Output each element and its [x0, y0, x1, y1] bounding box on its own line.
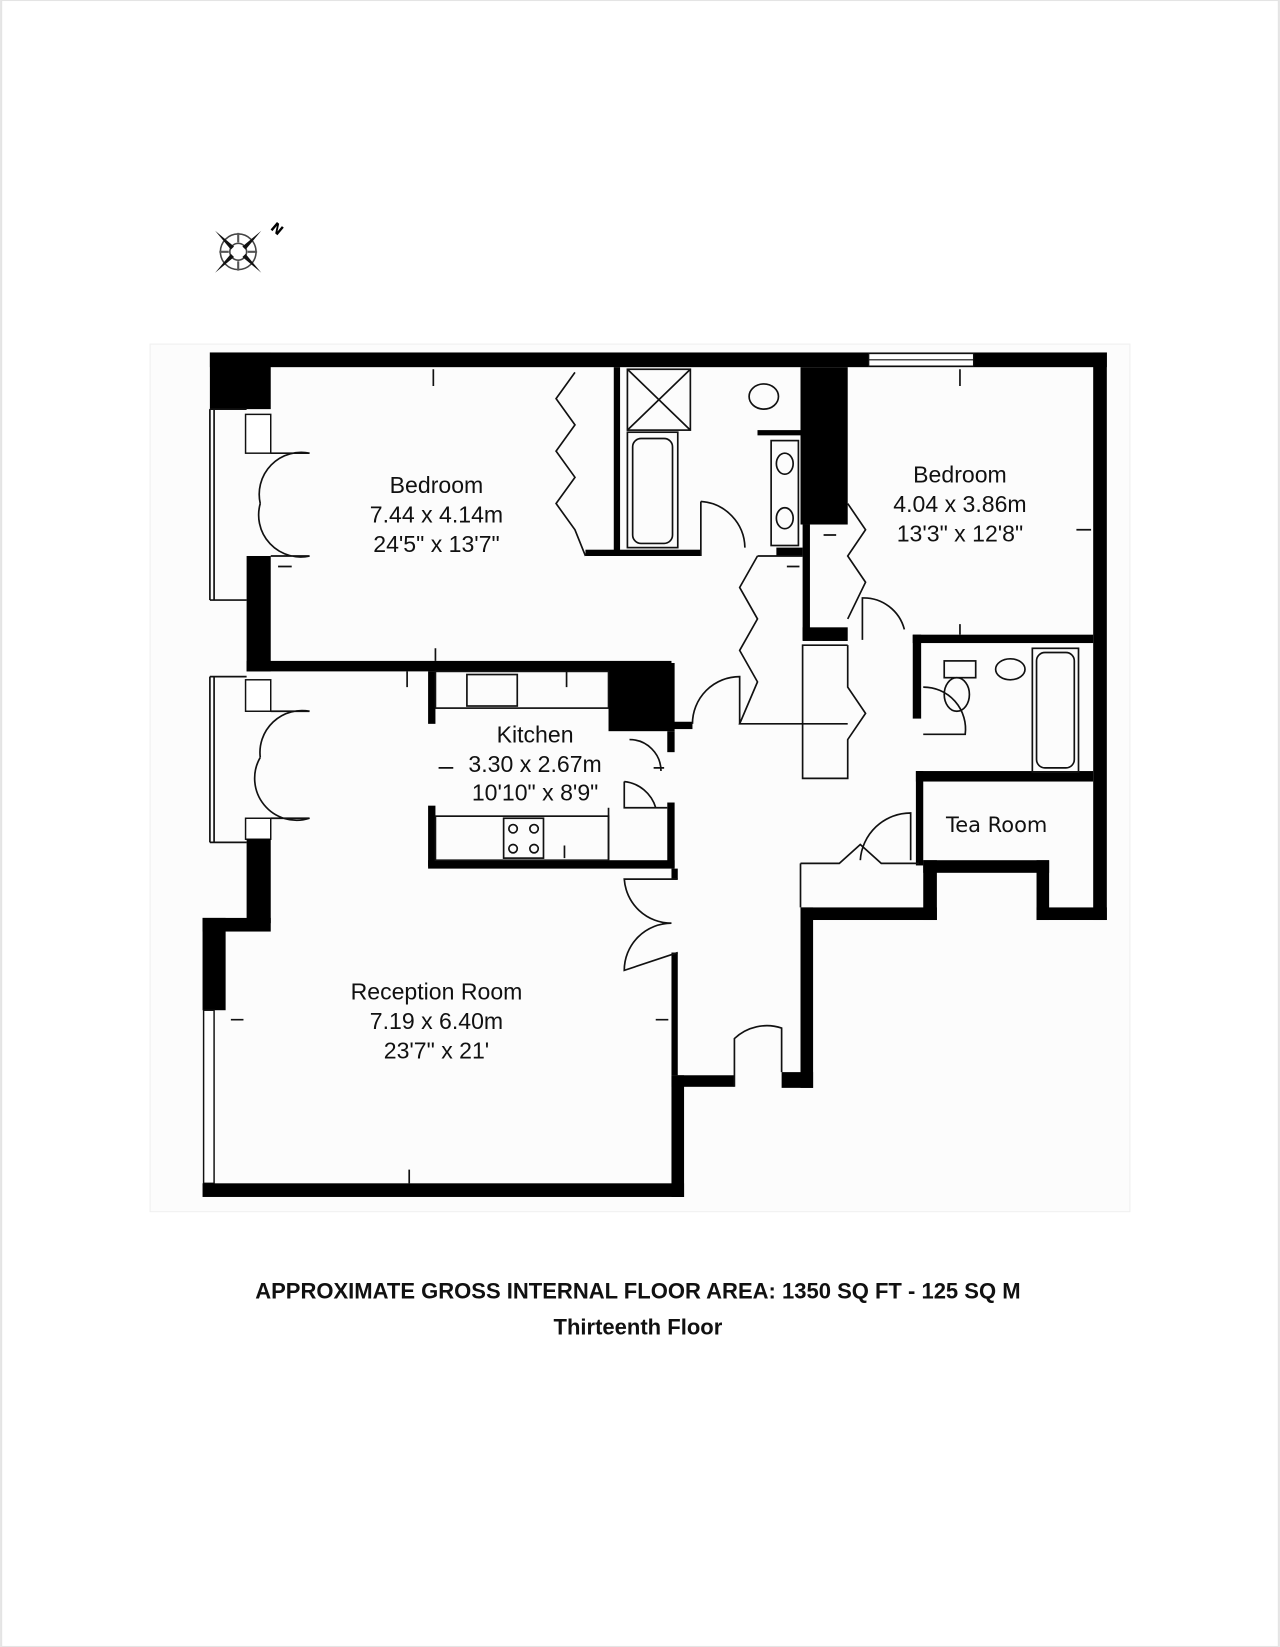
- hob: [502, 817, 545, 859]
- bathtub: [626, 431, 679, 549]
- room-metric: 7.44 x 4.14m: [370, 501, 503, 527]
- room-imperial: 24'5" x 13'7": [373, 531, 499, 557]
- sink: [466, 673, 519, 707]
- room-metric: 3.30 x 2.67m: [468, 751, 601, 777]
- basin: [994, 657, 1026, 681]
- room-bedroom-2: Bedroom 4.04 x 3.86m 13'3" x 12'8": [893, 462, 1026, 547]
- room-name: Bedroom: [913, 462, 1007, 488]
- toilet: [748, 383, 780, 410]
- basin: [775, 452, 794, 476]
- room-reception: Reception Room 7.19 x 6.40m 23'7" x 21': [351, 979, 523, 1064]
- fixtures: [230, 368, 1092, 1184]
- room-tea-room: Tea Room: [945, 813, 1047, 837]
- room-imperial: 13'3" x 12'8": [897, 520, 1023, 546]
- room-name: Bedroom: [390, 472, 484, 498]
- room-metric: 7.19 x 6.40m: [370, 1008, 503, 1034]
- room-name: Reception Room: [351, 979, 523, 1005]
- bathtub: [1031, 647, 1080, 773]
- room-name: Kitchen: [497, 722, 574, 748]
- floor-name-caption: Thirteenth Floor: [554, 1314, 723, 1339]
- room-kitchen: Kitchen 3.30 x 2.67m 10'10" x 8'9": [468, 722, 601, 806]
- walls: [202, 352, 1107, 1197]
- shower-tray: [626, 368, 692, 431]
- basin: [775, 506, 794, 530]
- room-imperial: 23'7" x 21': [384, 1037, 489, 1063]
- room-bedroom-1: Bedroom 7.44 x 4.14m 24'5" x 13'7": [370, 472, 503, 557]
- room-metric: 4.04 x 3.86m: [893, 491, 1026, 517]
- room-imperial: 10'10" x 8'9": [472, 779, 598, 805]
- floor-area-caption: APPROXIMATE GROSS INTERNAL FLOOR AREA: 1…: [255, 1279, 1020, 1304]
